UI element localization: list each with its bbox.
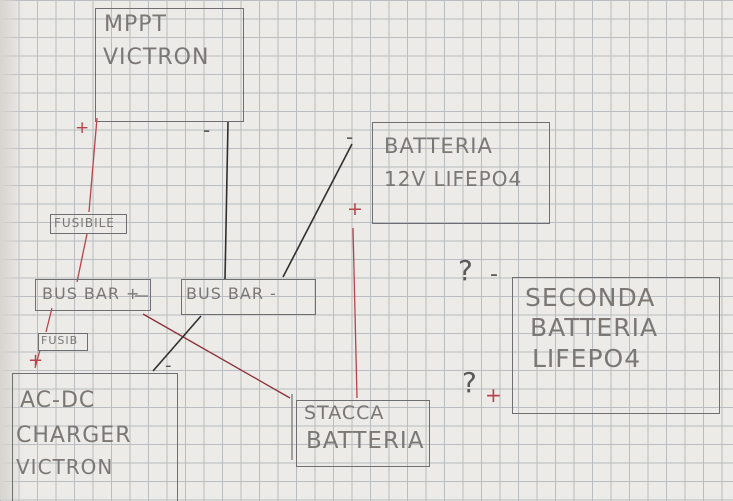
wire-mppt-pos-to-fuse	[88, 117, 98, 213]
charger-label-line3: VICTRON	[16, 455, 114, 479]
mppt-label-line1: MPPT	[104, 12, 167, 37]
second-battery-question-bottom: ?	[462, 366, 477, 399]
mppt-plus-sign: +	[75, 118, 90, 138]
mppt-box	[95, 8, 244, 122]
fuse-top-box	[50, 214, 127, 234]
charger-label-line1: AC-DC	[20, 388, 96, 413]
wire-busbar-pos-to-switch	[142, 313, 291, 399]
charger-label-line2: CHARGER	[16, 423, 132, 448]
fuse-bottom-label: FUSIB	[41, 334, 79, 347]
charger-plus-sign: +	[28, 350, 44, 371]
fuse-top-label: FUSIBILE	[54, 216, 115, 230]
wire-mppt-neg-to-busbar-neg	[224, 121, 229, 281]
battery-plus-sign: +	[347, 198, 363, 220]
wire-battery-pos-to-switch	[352, 227, 358, 399]
wire-battery-neg-to-busbar-neg	[282, 143, 353, 278]
second-battery-plus-sign: +	[485, 383, 502, 407]
switch-label-line2: BATTERIA	[306, 428, 425, 454]
wire-busbar-pos-to-fuse2	[45, 307, 53, 333]
charger-box	[12, 373, 178, 501]
fuse-bottom-box	[38, 333, 88, 351]
second-battery-label-line3: LIFEPO4	[532, 344, 642, 373]
second-battery-label-line2: BATTERIA	[530, 313, 659, 342]
second-battery-label-line1: SECONDA	[525, 283, 656, 312]
wire-fuse2-to-charger-pos	[34, 349, 41, 369]
busbar-pos-label: BUS BAR +	[42, 284, 141, 303]
battery-label-line2: 12V LIFEPO4	[384, 167, 523, 191]
wire-fuse-to-busbar-pos	[76, 233, 88, 283]
mppt-minus-sign: -	[203, 118, 211, 142]
second-battery-box	[512, 277, 720, 414]
battery-box	[372, 122, 550, 224]
busbar-pos-box	[35, 279, 151, 311]
battery-minus-sign: -	[346, 125, 354, 149]
mppt-label-line2: VICTRON	[103, 45, 210, 70]
busbar-neg-label: BUS BAR -	[186, 284, 277, 303]
busbar-neg-box	[181, 279, 316, 315]
wire-busbar-neg-to-charger-neg	[152, 315, 202, 372]
switch-label-line1: STACCA	[304, 402, 385, 424]
second-battery-minus-sign: -	[490, 262, 498, 287]
second-battery-question-top: ?	[458, 254, 473, 287]
switch-box	[296, 400, 430, 467]
charger-minus-sign: -	[165, 355, 172, 376]
battery-label-line1: BATTERIA	[384, 134, 493, 158]
